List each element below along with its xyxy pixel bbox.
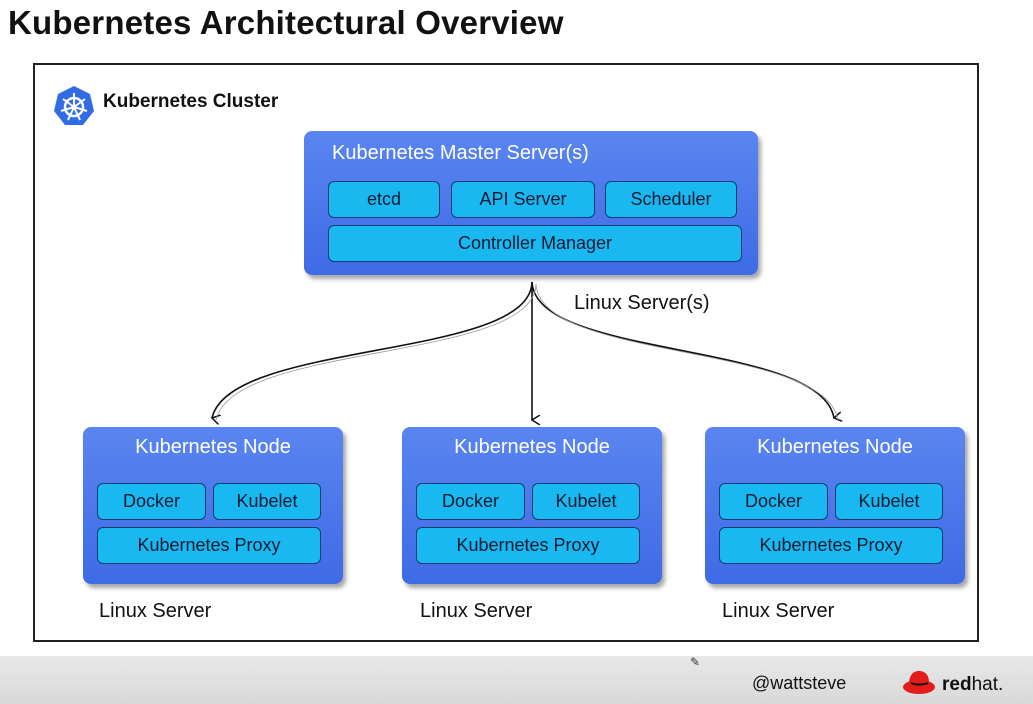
docker-component: Docker	[719, 483, 828, 520]
master-title: Kubernetes Master Server(s)	[332, 142, 589, 164]
arrow-to-node-1	[212, 281, 533, 418]
kubernetes-logo-icon	[54, 86, 94, 125]
node-host-label: Linux Server	[420, 600, 533, 622]
pen-cursor-icon: ✎	[690, 655, 701, 669]
node-host-label: Linux Server	[722, 600, 835, 622]
twitter-handle: @wattsteve	[752, 673, 847, 693]
master-host-label: Linux Server(s)	[574, 292, 710, 314]
node-title: Kubernetes Node	[135, 436, 291, 458]
node-title: Kubernetes Node	[757, 436, 913, 458]
node-box-1: Kubernetes Node Docker Kubelet Kubernete…	[83, 427, 343, 584]
node-box-3: Kubernetes Node Docker Kubelet Kubernete…	[705, 427, 965, 584]
master-server-box: Kubernetes Master Server(s) etcd API Ser…	[304, 131, 758, 275]
node-title: Kubernetes Node	[454, 436, 610, 458]
node-box-2: Kubernetes Node Docker Kubelet Kubernete…	[402, 427, 662, 584]
docker-component: Docker	[97, 483, 206, 520]
controller-manager-component: Controller Manager	[328, 225, 742, 262]
footer-bar	[0, 656, 1033, 704]
docker-component: Docker	[416, 483, 525, 520]
kubernetes-proxy-component: Kubernetes Proxy	[416, 527, 640, 564]
kubernetes-proxy-component: Kubernetes Proxy	[719, 527, 943, 564]
kubernetes-proxy-component: Kubernetes Proxy	[97, 527, 321, 564]
scheduler-component: Scheduler	[605, 181, 737, 218]
arrow-to-node-3	[531, 281, 834, 418]
kubelet-component: Kubelet	[213, 483, 321, 520]
page-title: Kubernetes Architectural Overview	[8, 4, 564, 41]
etcd-component: etcd	[328, 181, 440, 218]
cluster-label: Kubernetes Cluster	[103, 91, 279, 112]
redhat-wordmark: redhat.	[942, 674, 1004, 695]
redhat-logo-icon	[903, 671, 935, 694]
api-server-component: API Server	[451, 181, 595, 218]
kubelet-component: Kubelet	[835, 483, 943, 520]
kubelet-component: Kubelet	[532, 483, 640, 520]
node-host-label: Linux Server	[99, 600, 212, 622]
